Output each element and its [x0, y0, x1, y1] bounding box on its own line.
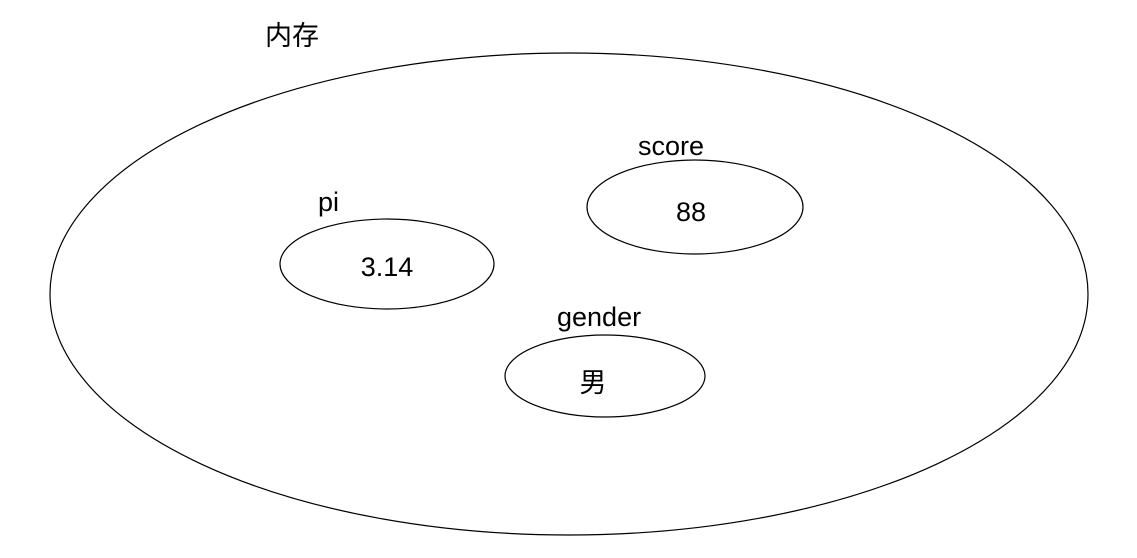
variable-ellipse-pi: [279, 218, 495, 310]
variable-label-score: score: [638, 131, 704, 161]
variable-value-gender: 男: [580, 368, 607, 398]
variable-value-pi: 3.14: [361, 252, 414, 282]
variable-ellipse-score: [586, 159, 804, 255]
memory-region-label: 内存: [265, 21, 319, 51]
variable-value-score: 88: [676, 197, 706, 227]
variable-ellipse-gender: [504, 334, 706, 418]
variable-label-gender: gender: [557, 302, 641, 332]
variable-label-pi: pi: [318, 187, 339, 217]
memory-region-ellipse: [49, 52, 1089, 536]
